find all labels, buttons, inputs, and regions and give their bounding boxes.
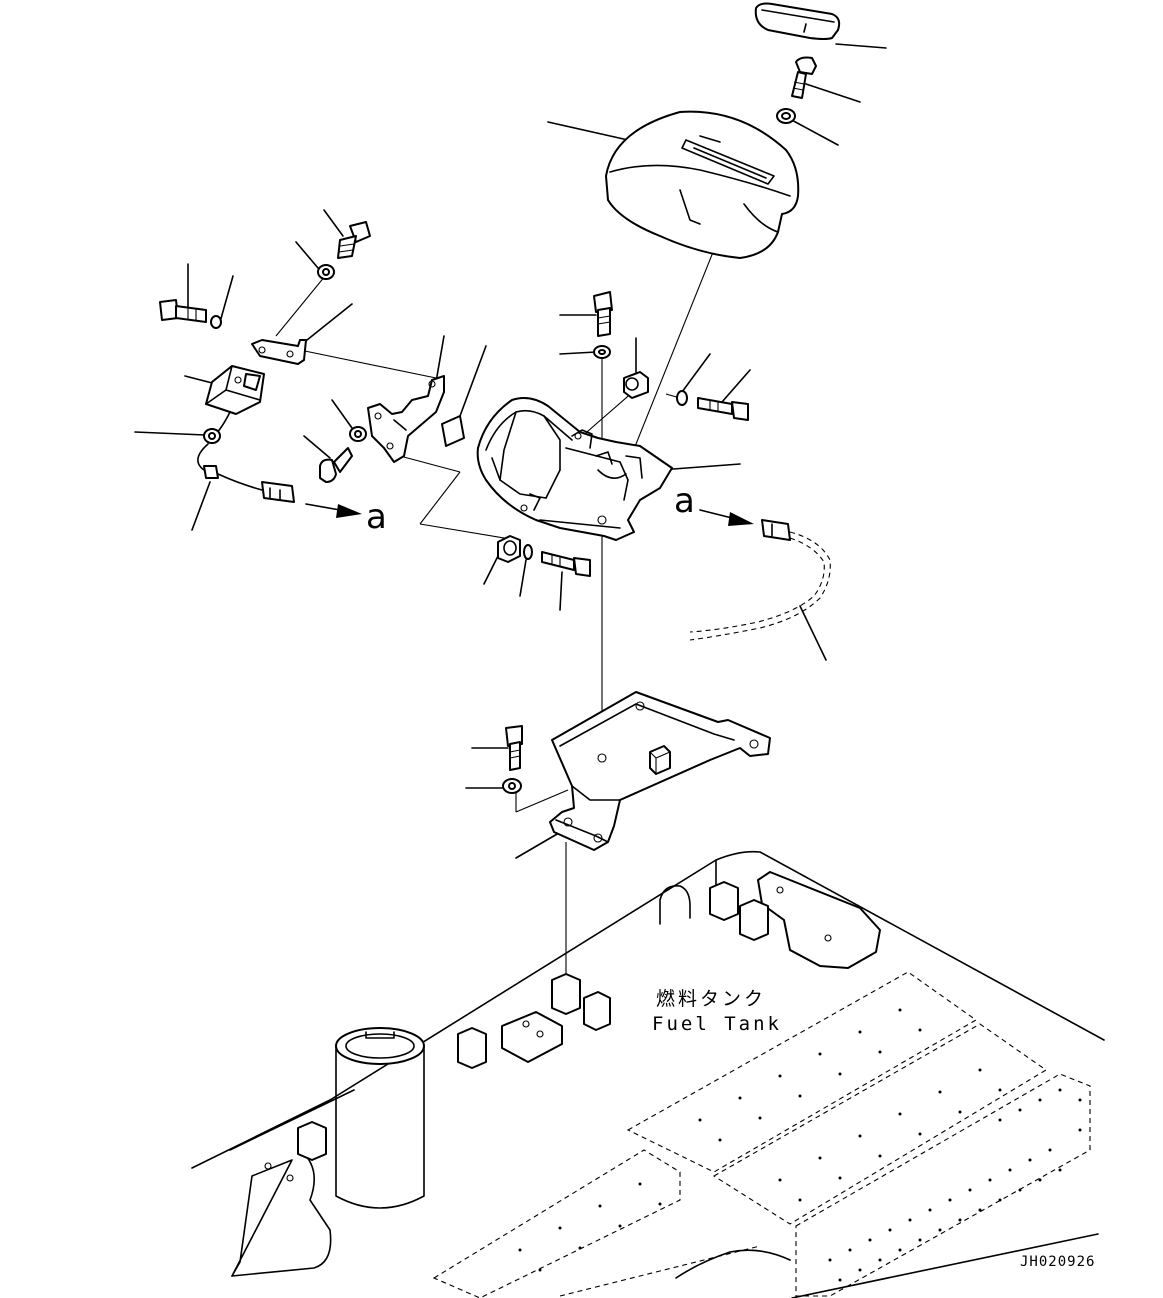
bracket-small bbox=[251, 339, 307, 365]
bracket-mid bbox=[367, 375, 445, 463]
screw-top bbox=[791, 56, 817, 99]
washer-plate bbox=[502, 778, 522, 794]
assembly-lines bbox=[275, 149, 755, 980]
washer-left bbox=[210, 315, 222, 329]
bolt-left bbox=[159, 299, 207, 323]
arrow-right-from-a bbox=[699, 509, 754, 526]
fuel-tank-frame bbox=[191, 850, 1105, 1298]
bolt-lower bbox=[541, 551, 591, 577]
washer-upper-left bbox=[317, 264, 335, 280]
connector-right bbox=[689, 519, 831, 641]
arrow-left-to-a bbox=[305, 503, 362, 518]
fuel-tank-label-jp: 燃料タンク bbox=[656, 988, 767, 1010]
drawing-code: JH020926 bbox=[1020, 1254, 1096, 1270]
callout-a-right: a bbox=[674, 481, 695, 521]
fuel-tank-label-en: Fuel Tank bbox=[652, 1013, 782, 1035]
washer-top bbox=[776, 108, 796, 124]
monitor-bracket bbox=[476, 397, 673, 541]
wire-harness-left bbox=[197, 411, 295, 503]
trim-cap bbox=[754, 2, 841, 40]
mounting-plate bbox=[549, 691, 771, 851]
bolt-upper-left bbox=[337, 221, 371, 259]
screw-mid bbox=[319, 447, 353, 483]
washer-mid bbox=[349, 426, 367, 442]
callout-a-left: a bbox=[366, 497, 387, 537]
panel-dots bbox=[518, 1008, 1082, 1282]
relay-unit bbox=[205, 365, 265, 415]
panel-cover bbox=[605, 110, 800, 259]
bushing-lower bbox=[497, 535, 521, 563]
washer-right bbox=[676, 390, 688, 406]
bolt-plate bbox=[505, 725, 523, 771]
pad bbox=[441, 415, 465, 447]
washer-lower bbox=[523, 544, 533, 560]
washer-center bbox=[593, 345, 611, 359]
bolt-center bbox=[593, 291, 613, 337]
bolt-right bbox=[697, 397, 749, 421]
bushing-upper bbox=[623, 371, 649, 399]
